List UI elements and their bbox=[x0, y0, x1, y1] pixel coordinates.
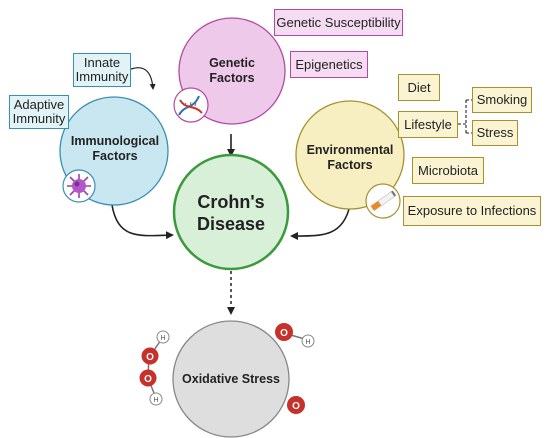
hydroxyl-molecule-right: O H bbox=[275, 323, 315, 348]
oxygen-atom bbox=[139, 369, 157, 387]
innate-to-genetic-arrow bbox=[130, 67, 156, 90]
environmental-factors-node bbox=[295, 100, 405, 210]
adaptive-immunity-box: Adaptive Immunity bbox=[9, 95, 69, 129]
oxygen-atom bbox=[275, 323, 293, 341]
exposure-to-infections-box: Exposure to Infections bbox=[403, 196, 541, 226]
lifestyle-connector bbox=[458, 99, 472, 134]
innate-immunity-box: Innate Immunity bbox=[73, 53, 131, 87]
stress-box: Stress bbox=[472, 120, 518, 146]
cigarette-icon bbox=[365, 183, 401, 219]
immune-cell-icon bbox=[62, 169, 96, 203]
immuno-to-crohns-arrow bbox=[111, 204, 174, 240]
microbiota-box: Microbiota bbox=[412, 157, 484, 184]
crohns-disease-node bbox=[172, 153, 290, 271]
svg-text:O: O bbox=[292, 401, 300, 412]
genetic-factors-label: Genetic Factors bbox=[209, 56, 255, 85]
immunological-factors-label: Immunological Factors bbox=[70, 134, 160, 163]
svg-text:O: O bbox=[144, 374, 152, 385]
dna-icon bbox=[173, 87, 209, 123]
oxygen-atom-single: O bbox=[287, 396, 305, 414]
genetic-susceptibility-box: Genetic Susceptibility bbox=[274, 9, 403, 36]
environmental-factors-label: Environmental Factors bbox=[306, 143, 394, 172]
svg-text:H: H bbox=[160, 335, 165, 342]
lifestyle-box: Lifestyle bbox=[398, 111, 458, 138]
oxidative-stress-label: Oxidative Stress bbox=[182, 372, 280, 386]
diet-box: Diet bbox=[398, 74, 440, 101]
hydrogen-atom bbox=[149, 392, 163, 406]
svg-text:O: O bbox=[280, 328, 288, 339]
epigenetics-box: Epigenetics bbox=[290, 51, 368, 78]
svg-text:O: O bbox=[146, 352, 154, 363]
hydrogen-atom bbox=[301, 334, 315, 348]
svg-text:H: H bbox=[305, 339, 310, 346]
oxygen-atom bbox=[141, 347, 159, 365]
smoking-box: Smoking bbox=[472, 87, 532, 113]
water-molecule-left: O O H H bbox=[139, 330, 170, 406]
oxidative-stress-node bbox=[172, 320, 290, 438]
svg-text:H: H bbox=[153, 397, 158, 404]
env-to-crohns-arrow bbox=[290, 204, 351, 241]
crohns-disease-label: Crohn's Disease bbox=[196, 192, 266, 234]
hydrogen-atom bbox=[156, 330, 170, 344]
